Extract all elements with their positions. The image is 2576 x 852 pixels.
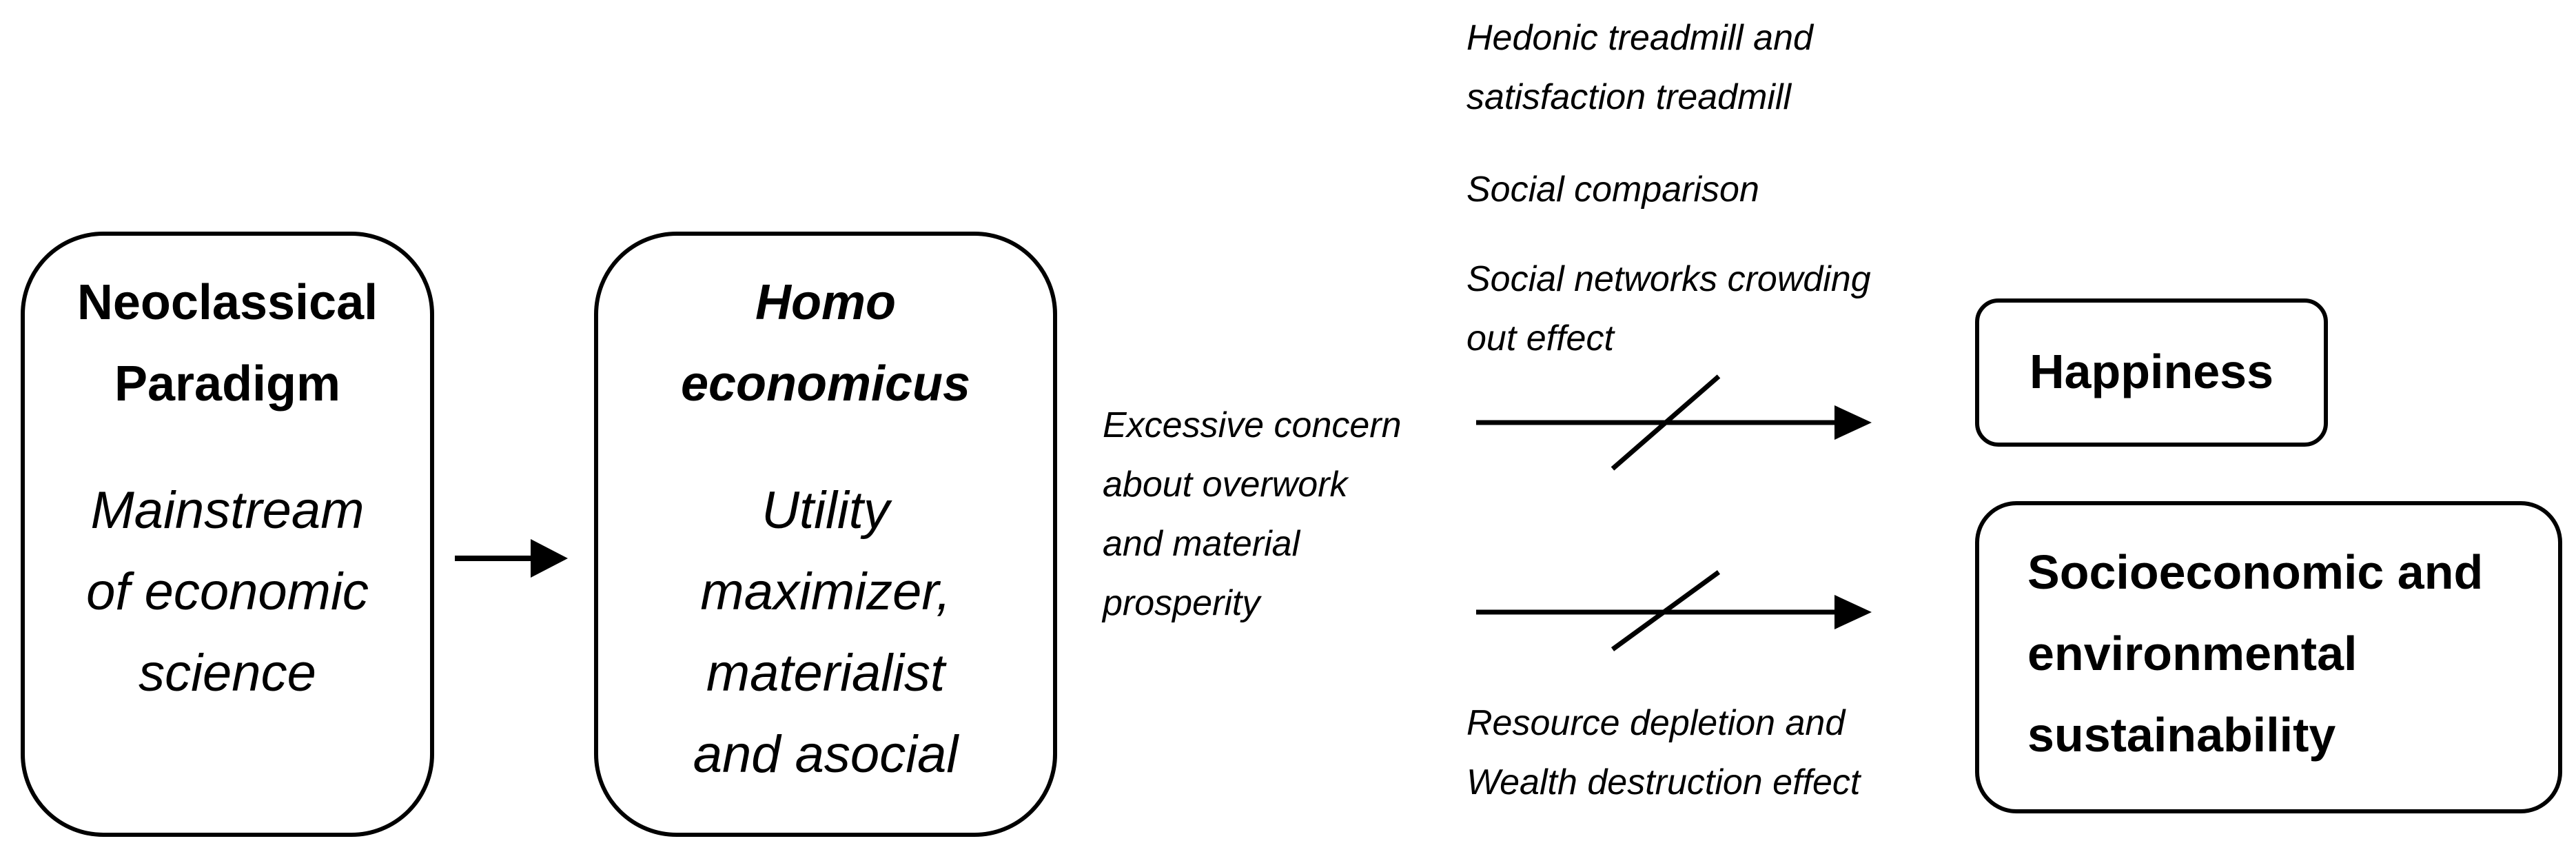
sustainability-box: Socioeconomic and environmental sustaina… bbox=[1975, 501, 2562, 813]
social-comparison-note: Social comparison bbox=[1466, 170, 1759, 210]
neoclassical-paradigm-box: Neoclassical Paradigm Mainstream of econ… bbox=[21, 232, 434, 837]
neoclassical-title: Neoclassical Paradigm bbox=[76, 275, 378, 412]
hedonic-treadmill-note: Hedonic treadmill and satisfaction tread… bbox=[1466, 18, 1813, 117]
negated-arrow-to-sustainability bbox=[1476, 570, 1872, 651]
homo-economicus-title: Homo economicus bbox=[680, 275, 971, 412]
excessive-concern-note: Excessive concern about overwork and mat… bbox=[1103, 405, 1402, 623]
sustainability-label: Socioeconomic and environmental sustaina… bbox=[2027, 545, 2484, 762]
crowding-out-note: Social networks crowding out effect bbox=[1466, 259, 1871, 358]
negated-arrow-to-happiness bbox=[1476, 374, 1872, 471]
homo-economicus-subtitle: Utility maximizer, materialist and asoci… bbox=[693, 481, 959, 784]
resource-depletion-note: Resource depletion and Wealth destructio… bbox=[1466, 703, 1861, 802]
arrow-neoclassical-to-homo bbox=[455, 539, 568, 578]
homo-economicus-box: Homo economicus Utility maximizer, mater… bbox=[594, 232, 1057, 837]
happiness-box: Happiness bbox=[1975, 298, 2328, 447]
neoclassical-subtitle: Mainstream of economic science bbox=[86, 481, 369, 702]
happiness-label: Happiness bbox=[2030, 345, 2273, 398]
